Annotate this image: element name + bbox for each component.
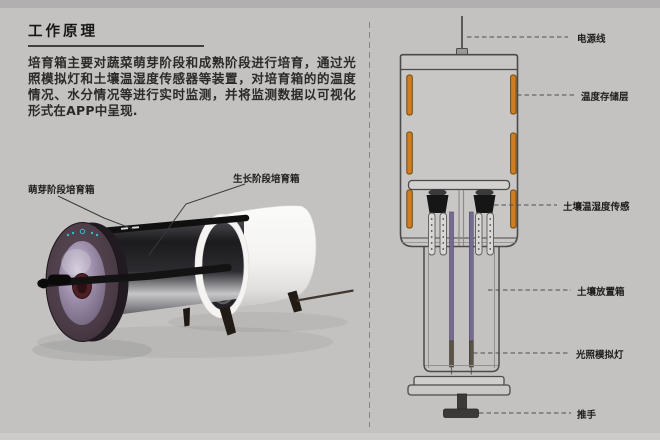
schematic-diagram: [399, 16, 575, 418]
page-title: 工作原理: [28, 24, 98, 40]
support-rod: [37, 263, 232, 289]
antenna-rod: [296, 289, 354, 302]
callout-soil-box: 土壤放置箱: [577, 287, 625, 298]
cultivation-device-render: [32, 183, 354, 361]
ground-shadow: [32, 312, 348, 361]
soil-box-outline: [423, 247, 500, 373]
sensor-shelf: [407, 179, 511, 191]
heat-storage-bars: [406, 74, 517, 229]
dial-markings: [66, 228, 99, 237]
callout-push-handle: 推手: [577, 410, 597, 421]
base-plates: [407, 375, 511, 396]
callout-temp-storage-layer: 温度存储层: [581, 92, 629, 103]
inner-chamber-cylinder: [112, 217, 244, 316]
frame-rods: [458, 190, 465, 246]
callout-leader-lines: [467, 36, 575, 414]
sensor-module: [473, 189, 496, 256]
growth-box-label: 生长阶段培育箱: [233, 174, 300, 185]
callout-power-cord: 电源线: [577, 34, 606, 45]
bottom-border-band: [0, 433, 660, 440]
germination-box-label: 萌芽阶段培育箱: [28, 185, 95, 196]
power-cord-line: [456, 16, 468, 55]
title-underline: [28, 45, 204, 47]
description-paragraph: 培育箱主要对蔬菜萌芽阶段和成熟阶段进行培育，通过光照模拟灯和土壤温湿度传感器等装…: [28, 55, 356, 118]
soil-sensor-modules: [426, 189, 496, 256]
push-handle-shape: [443, 393, 479, 418]
sensor-module: [426, 189, 449, 256]
top-border-band: [0, 0, 660, 8]
device-legs: [183, 290, 302, 336]
render-leader-lines: [57, 183, 246, 256]
callout-light-lamp: 光照模拟灯: [576, 350, 624, 361]
callout-soil-sensor: 土壤温湿度传感: [563, 202, 630, 213]
